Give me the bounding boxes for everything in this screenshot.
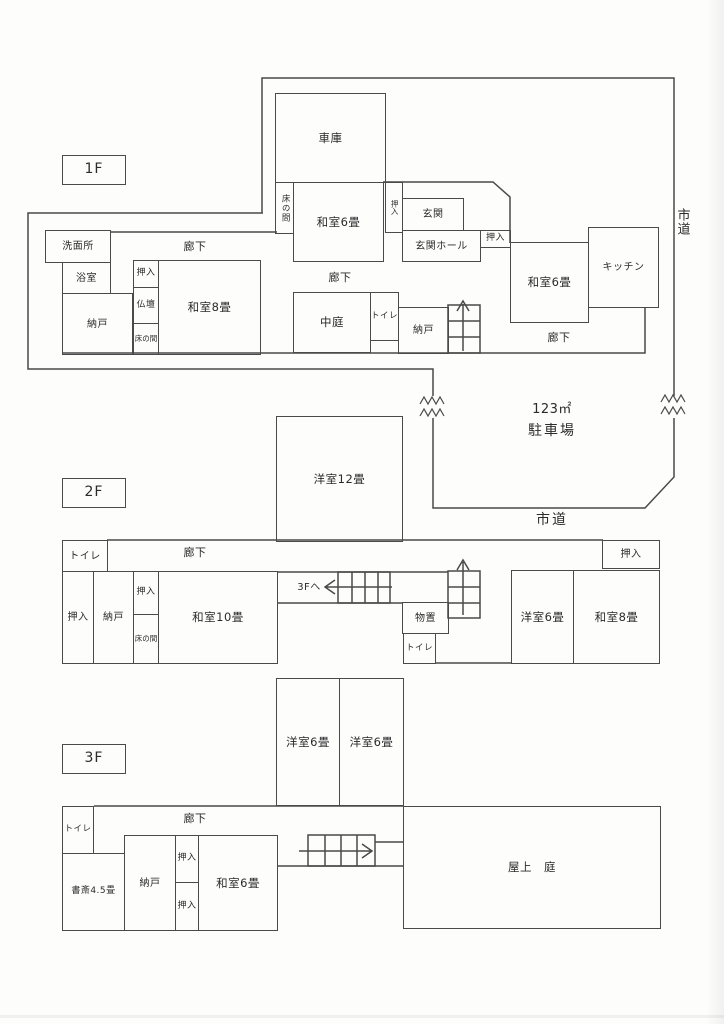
label-1f-rouka-left: 廊下 (183, 240, 207, 253)
room-1f-washitsu8: 和室8畳 (158, 260, 261, 355)
room-3f-yoshitsu6-left: 洋室6畳 (276, 678, 340, 806)
room-1f-washitsu6-left: 和室6畳 (293, 182, 384, 262)
road-label-side: 市道 (674, 208, 690, 236)
room-3f-oshiire-bottom: 押入 (175, 882, 199, 931)
room-1f-butsudan: 仏壇 (133, 287, 159, 324)
room-2f-yoshitsu6: 洋室6畳 (511, 570, 574, 664)
room-3f-washitsu6: 和室6畳 (198, 835, 278, 931)
scan-edge-right (706, 0, 724, 1024)
room-1f-nando-mid: 納戸 (398, 307, 449, 354)
room-2f-oshiire-tall: 押入 (62, 571, 94, 664)
room-2f-toilet-left: トイレ (62, 540, 108, 572)
scan-edge-bottom (0, 1015, 724, 1018)
label-3f-rouka: 廊下 (183, 812, 207, 825)
room-1f-senmenjo: 洗面所 (45, 230, 111, 263)
site-boundary (27, 77, 675, 509)
room-1f-genkan-hall: 玄関ホール (402, 230, 481, 262)
road-label-bottom: 市道 (536, 512, 568, 528)
room-1f-tokonoma: 床の間 (275, 182, 294, 234)
parking-label: 駐車場 (528, 423, 576, 439)
room-2f-tokonoma: 床の間 (133, 614, 159, 664)
room-2f-monooki: 物置 (402, 602, 449, 634)
room-3f-shosai: 書斎4.5畳 (62, 853, 125, 931)
room-2f-washitsu8: 和室8畳 (573, 570, 660, 664)
room-3f-okujo-niwa: 屋上 庭 (403, 806, 661, 929)
floor-label-3f: 3F (62, 744, 126, 774)
room-2f-yoshitsu12: 洋室12畳 (276, 416, 403, 542)
room-3f-yoshitsu6-right: 洋室6畳 (339, 678, 404, 806)
room-3f-nando: 納戸 (124, 835, 176, 931)
room-1f-yokushitsu: 浴室 (62, 262, 111, 294)
building-outline-1f (62, 181, 646, 354)
break-marks (419, 393, 686, 418)
label-2f-to-3f: 3Fへ (297, 582, 321, 593)
room-1f-oshiire-hall: 押入 (480, 230, 511, 248)
room-3f-oshiire-top: 押入 (175, 835, 199, 883)
room-1f-oshiire-col: 押入 (133, 260, 159, 288)
room-3f-toilet: トイレ (62, 806, 94, 854)
room-1f-nakaniwa: 中庭 (293, 292, 371, 353)
floor-label-2f: 2F (62, 478, 126, 508)
label-1f-rouka-mid: 廊下 (328, 271, 352, 284)
room-1f-toilet: トイレ (370, 292, 399, 341)
stairs-2f-up (447, 558, 481, 619)
stairs-1f (447, 299, 481, 354)
site-area-label: 123㎡ (532, 401, 572, 417)
room-1f-genkan: 玄関 (402, 198, 464, 231)
room-1f-garage: 車庫 (275, 93, 386, 183)
label-2f-rouka: 廊下 (183, 546, 207, 559)
room-1f-nando-left: 納戸 (62, 293, 133, 355)
room-2f-oshiire-right: 押入 (602, 540, 660, 569)
room-1f-tokonoma-small: 床の間 (133, 323, 159, 355)
stairs-2f-to-3f (323, 571, 392, 604)
label-1f-rouka-right: 廊下 (547, 331, 571, 344)
floor-label-1f: 1F (62, 155, 126, 185)
room-2f-nando: 納戸 (93, 571, 134, 664)
room-2f-toilet-right: トイレ (403, 633, 436, 664)
room-2f-washitsu10: 和室10畳 (158, 571, 278, 664)
room-2f-oshiire-small: 押入 (133, 571, 159, 615)
room-1f-oshiire-entry: 押入 (385, 182, 403, 233)
room-1f-washitsu6-right: 和室6畳 (510, 242, 589, 323)
stairs-3f (299, 834, 376, 867)
room-1f-kitchen: キッチン (588, 227, 659, 308)
